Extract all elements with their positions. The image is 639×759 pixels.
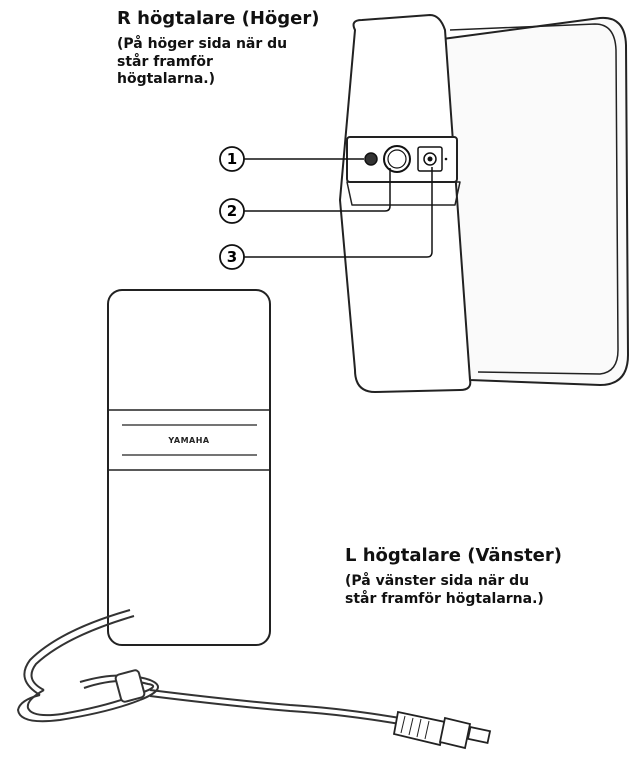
right-speaker-subtitle: (På höger sida när du står framför högta… — [117, 36, 288, 87]
callout-2: 2 — [219, 168, 391, 224]
callout-1: 1 — [219, 146, 364, 172]
callout-3: 3 — [219, 167, 433, 270]
right-speaker-title: R högtalare (Höger) — [117, 8, 320, 29]
callout-1-number: 1 — [227, 150, 237, 168]
left-speaker — [107, 289, 271, 646]
callout-3-number: 3 — [227, 248, 237, 266]
brand-logo: YAMAHA — [167, 436, 210, 445]
power-input-jack-icon — [364, 152, 378, 166]
speaker-cable — [16, 609, 401, 725]
left-speaker-title: L högtalare (Vänster) — [345, 545, 562, 566]
left-speaker-subtitle: (På vänster sida när du står framför hög… — [345, 573, 544, 607]
rca-plug-icon — [392, 710, 492, 750]
cable-tie-icon — [114, 669, 146, 703]
right-speaker — [339, 14, 629, 393]
callout-2-number: 2 — [227, 202, 237, 220]
right-speaker-jacks — [364, 145, 448, 173]
